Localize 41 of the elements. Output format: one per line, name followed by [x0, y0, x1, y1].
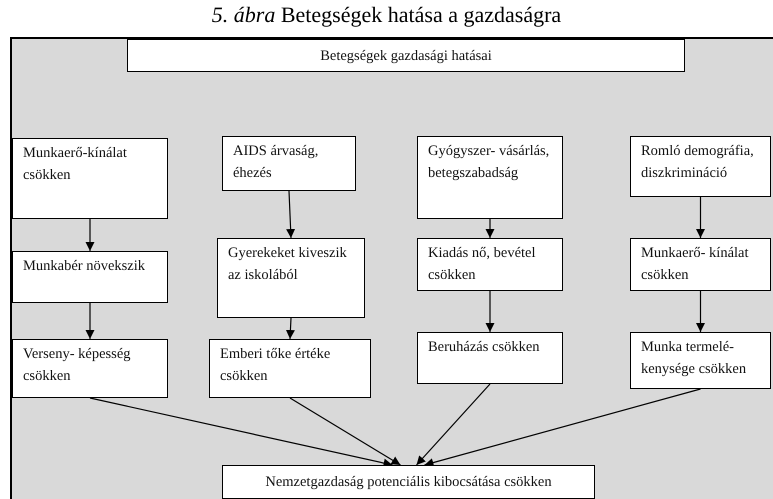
process-box — [630, 332, 771, 389]
arrow — [416, 384, 490, 466]
process-box — [417, 136, 563, 219]
box-text: Verseny- képesség csökken — [23, 346, 131, 384]
process-box — [12, 339, 168, 398]
process-box — [630, 136, 771, 197]
arrow — [486, 219, 494, 238]
box-text: Kiadás nő, bevétel csökken — [428, 245, 536, 283]
process-box — [209, 339, 371, 398]
box-text: Betegségek gazdasági hatásai — [320, 46, 492, 66]
box-text: Gyerekeket kiveszik az iskolából — [228, 245, 347, 283]
process-box — [630, 238, 771, 291]
arrow — [90, 397, 393, 468]
arrow — [86, 303, 94, 339]
process-box — [12, 138, 168, 219]
process-box — [127, 39, 685, 72]
box-text: Romló demográfia, diszkrimináció — [641, 143, 754, 181]
box-text: AIDS árvaság, éhezés — [233, 143, 318, 181]
arrow — [486, 291, 494, 332]
arrow — [86, 219, 94, 251]
process-box — [217, 238, 365, 318]
box-text: Munkabér növekszik — [23, 258, 146, 274]
box-text: Munkaerő-kínálat csökken — [23, 145, 127, 183]
arrow — [424, 388, 701, 467]
process-box — [222, 465, 595, 499]
figure-title: 5. ábra Betegségek hatása a gazdaságra — [210, 1, 562, 29]
box-text: Munka termelé- kenysége csökken — [641, 339, 746, 377]
process-box — [417, 332, 563, 384]
box-text: Munkaerő- kínálat csökken — [641, 245, 749, 283]
arrow — [286, 190, 296, 238]
arrow — [290, 397, 401, 466]
box-text: Nemzetgazdaság potenciális kibocsátása csökken — [265, 473, 552, 492]
arrow — [696, 291, 705, 332]
box-text: Emberi tőke értéke csökken — [220, 346, 330, 384]
box-text: Gyógyszer- vásárlás, betegszabadság — [428, 143, 550, 181]
process-box — [12, 251, 168, 303]
process-box — [417, 238, 563, 291]
arrow — [286, 318, 295, 340]
process-box — [222, 136, 356, 191]
box-text: Beruházás csökken — [428, 339, 540, 355]
arrow — [696, 197, 705, 238]
